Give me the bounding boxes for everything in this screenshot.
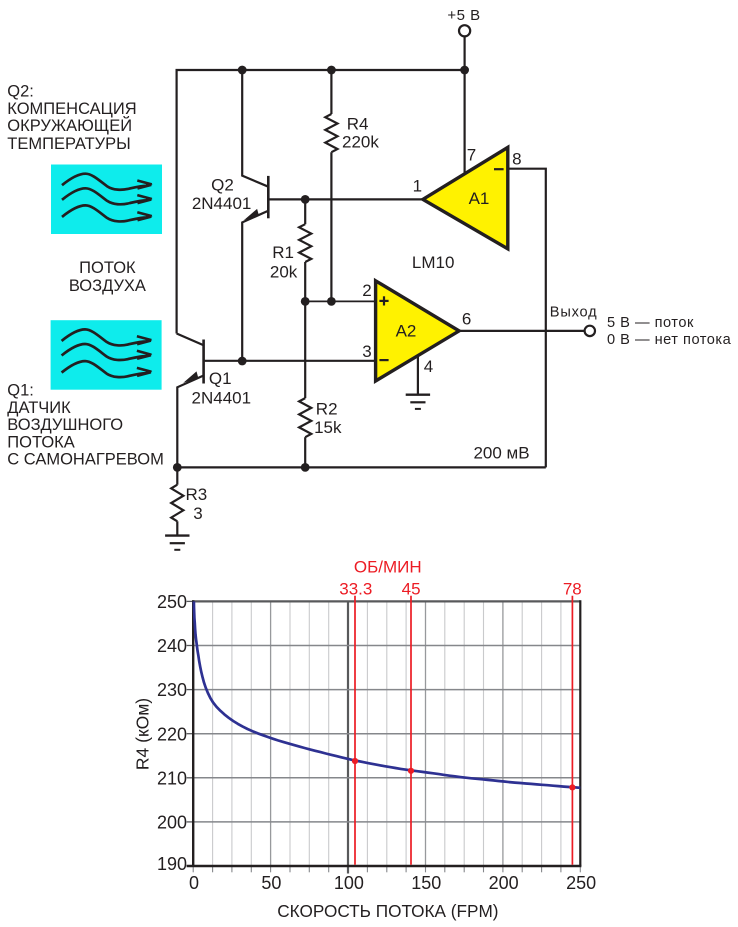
svg-text:200: 200	[489, 873, 519, 893]
svg-text:240: 240	[157, 636, 187, 656]
svg-text:КОМПЕНСАЦИЯ: КОМПЕНСАЦИЯ	[7, 100, 136, 118]
svg-text:4: 4	[424, 357, 433, 376]
svg-text:50: 50	[261, 873, 281, 893]
svg-text:230: 230	[157, 680, 187, 700]
svg-text:R4: R4	[347, 114, 369, 133]
svg-text:ОКРУЖАЮЩЕЙ: ОКРУЖАЮЩЕЙ	[7, 116, 132, 135]
svg-text:Q1: Q1	[209, 369, 232, 388]
svg-text:78: 78	[563, 580, 582, 599]
svg-text:Q1:: Q1:	[7, 382, 34, 400]
svg-text:200: 200	[157, 813, 187, 833]
svg-text:ПОТОК: ПОТОК	[79, 259, 136, 277]
svg-text:100: 100	[334, 873, 364, 893]
svg-text:200 мВ: 200 мВ	[473, 443, 529, 462]
svg-text:8: 8	[512, 149, 521, 168]
svg-text:210: 210	[157, 768, 187, 788]
svg-text:250: 250	[157, 592, 187, 612]
svg-text:250: 250	[566, 873, 596, 893]
svg-text:15k: 15k	[314, 418, 342, 437]
svg-text:45: 45	[402, 580, 421, 599]
svg-text:7: 7	[467, 145, 476, 164]
svg-text:С САМОНАГРЕВОМ: С САМОНАГРЕВОМ	[7, 451, 164, 469]
svg-text:ОБ/МИН: ОБ/МИН	[354, 558, 422, 577]
svg-text:5 В — поток: 5 В — поток	[607, 315, 694, 331]
svg-text:20k: 20k	[270, 262, 298, 281]
svg-text:ВОЗДУХА: ВОЗДУХА	[69, 277, 146, 295]
svg-text:LM10: LM10	[412, 253, 455, 272]
svg-text:Выход: Выход	[550, 304, 598, 320]
svg-text:A2: A2	[396, 321, 417, 340]
svg-text:2: 2	[362, 281, 371, 300]
svg-text:3: 3	[362, 342, 371, 361]
svg-text:R4 (кОм): R4 (кОм)	[133, 698, 153, 770]
svg-text:2N4401: 2N4401	[192, 194, 252, 213]
svg-text:2N4401: 2N4401	[192, 388, 252, 407]
svg-text:A1: A1	[469, 189, 490, 208]
svg-text:ПОТОКА: ПОТОКА	[7, 433, 74, 451]
svg-text:Q2:: Q2:	[7, 82, 34, 100]
svg-text:ДАТЧИК: ДАТЧИК	[7, 399, 71, 417]
svg-text:R2: R2	[316, 400, 338, 419]
svg-text:R1: R1	[272, 243, 294, 262]
svg-text:ВОЗДУШНОГО: ВОЗДУШНОГО	[7, 416, 123, 434]
svg-text:6: 6	[462, 310, 471, 329]
svg-text:150: 150	[411, 873, 441, 893]
svg-text:33.3: 33.3	[339, 580, 372, 599]
svg-text:ТЕМПЕРАТУРЫ: ТЕМПЕРАТУРЫ	[7, 135, 130, 153]
svg-text:R3: R3	[186, 485, 208, 504]
svg-text:0 В — нет потока: 0 В — нет потока	[607, 332, 732, 348]
svg-text:Q2: Q2	[211, 176, 234, 195]
svg-text:190: 190	[157, 854, 187, 874]
svg-text:0: 0	[189, 873, 199, 893]
svg-text:220k: 220k	[342, 133, 379, 152]
svg-text:3: 3	[193, 504, 202, 523]
svg-text:СКОРОСТЬ ПОТОКА (FPM): СКОРОСТЬ ПОТОКА (FPM)	[277, 901, 498, 921]
svg-text:+5 В: +5 В	[447, 7, 480, 24]
svg-text:220: 220	[157, 724, 187, 744]
svg-text:1: 1	[413, 176, 422, 195]
